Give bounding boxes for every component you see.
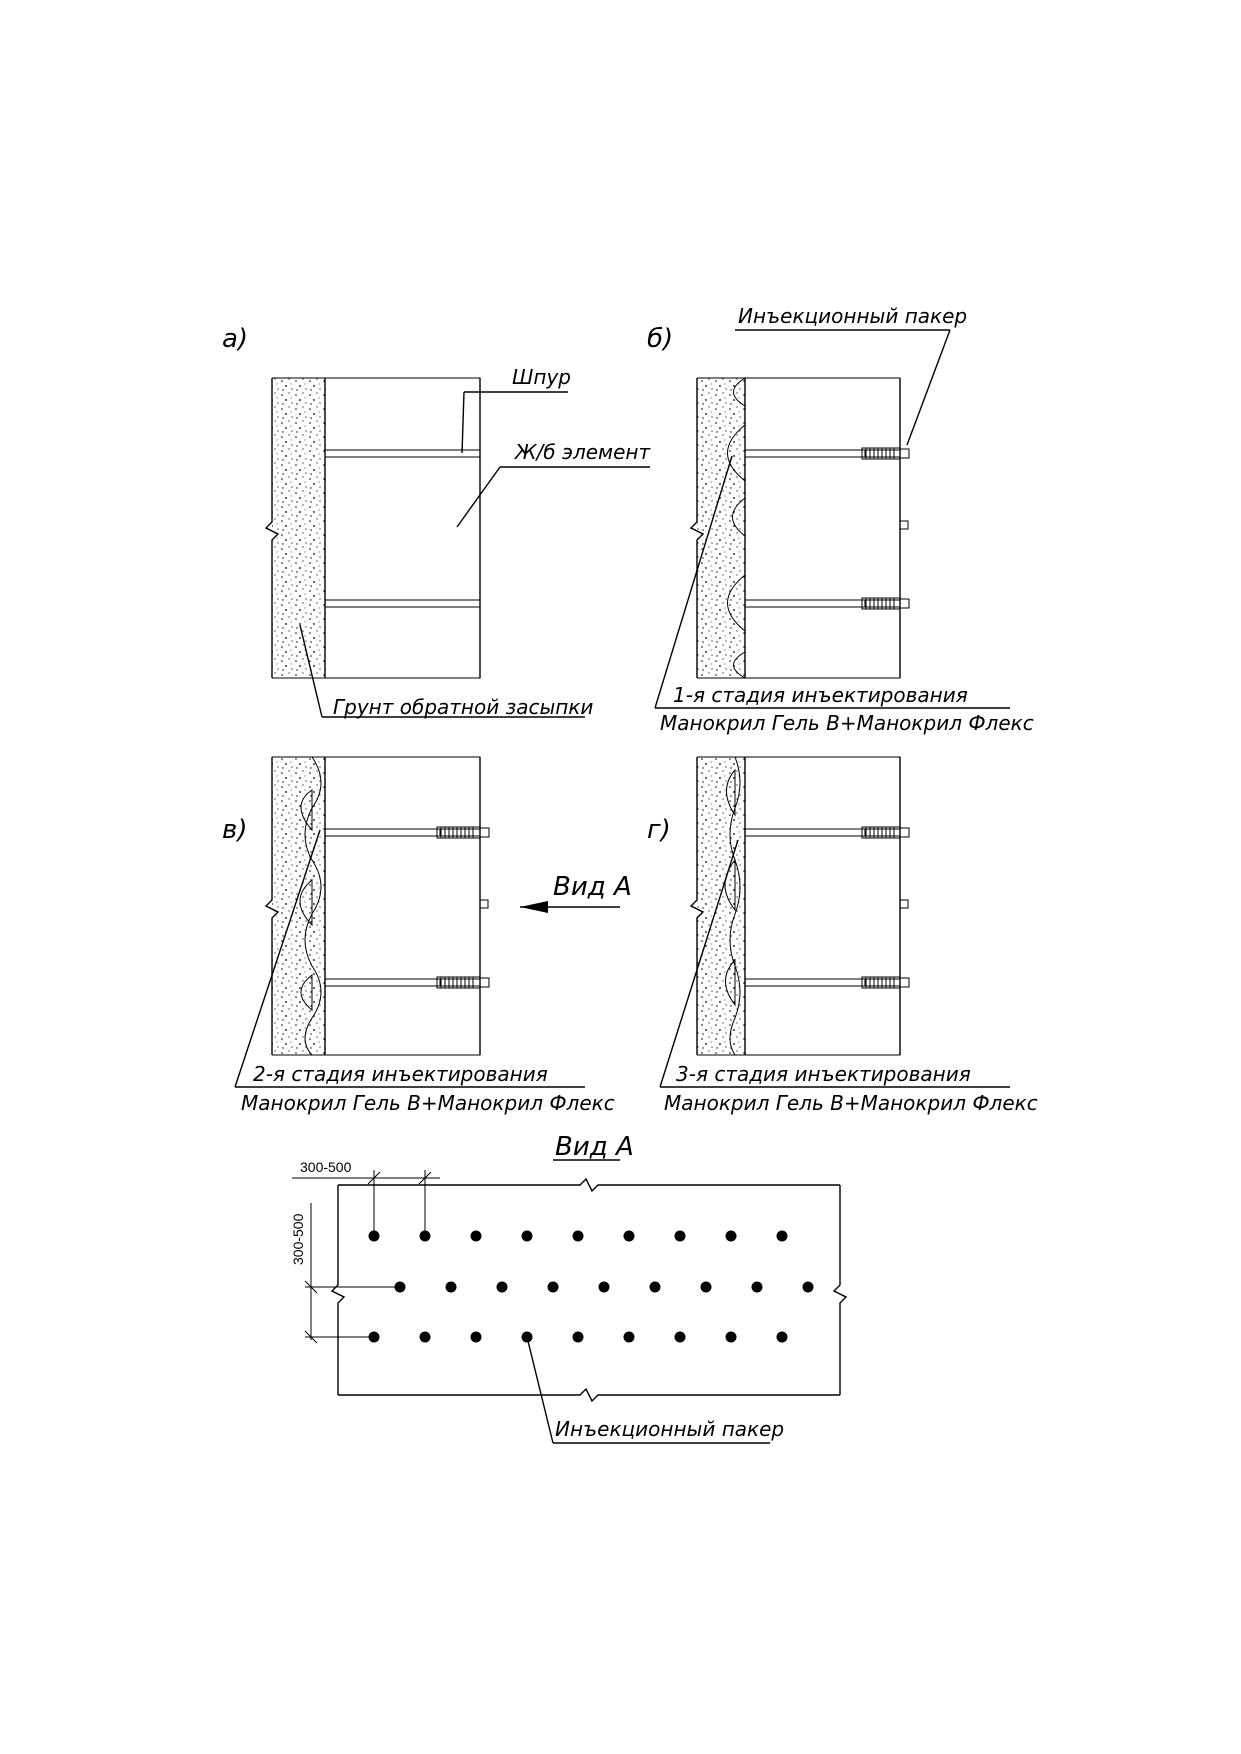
stage-leader-line [654,455,733,709]
panel-c-letter: в) [222,815,247,845]
label-material: Манокрил Гель В+Манокрил Флекс [660,711,1034,735]
concrete-block-top [744,377,901,451]
packer-stub [899,899,909,909]
concrete-block-middle [324,835,481,980]
packer-dot [623,1230,635,1242]
stage-leader-line [659,839,739,1088]
packer-dot [725,1230,737,1242]
gel-bulb [299,789,313,1012]
element-leader-line [456,466,501,528]
label-view-arrow: Вид А [553,872,632,902]
dim-tick [304,1330,318,1344]
dim-tick [304,1280,318,1294]
label-soil: Грунт обратной засыпки [333,695,593,719]
view-a-left-edge [330,1185,346,1395]
packer-dot [751,1281,763,1293]
concrete-block-bottom [744,985,901,1056]
concrete-block-bottom [324,606,481,679]
packer-dot [725,1331,737,1343]
packer-dot [776,1331,788,1343]
view-a-bottom-edge [338,1387,840,1403]
packer-dot [572,1331,584,1343]
label-stage-3: 3-я стадия инъектирования [676,1062,971,1086]
view-a-right-edge [832,1185,848,1395]
hole-gel-top [744,828,866,837]
hole-gel-bottom [744,599,866,608]
label-material: Манокрил Гель В+Манокрил Флекс [664,1091,1038,1115]
packer-stub [479,899,489,909]
packer-dot [470,1230,482,1242]
packer-dot [521,1230,533,1242]
dim-tick [367,1171,381,1185]
hole-gel-top [324,828,441,837]
hole-gel-bottom [324,978,441,987]
packer-dot [802,1281,814,1293]
panel-a: а) Шпур Ж/б элемент Грунт обратной засып… [222,324,652,719]
soil-break-line [264,378,280,678]
packer-grid [368,1230,814,1343]
soil-fill [697,378,745,678]
packer-dot [547,1281,559,1293]
concrete-block-top [324,377,481,451]
view-arrow-head [520,901,548,913]
view-a-title: Вид А [555,1132,634,1162]
soil-break-line [264,757,280,1055]
concrete-block-middle [324,456,481,601]
concrete-block-top [324,756,481,830]
soil-fill [697,757,745,1055]
packer-leader-line [906,329,951,446]
panel-d: г) 3-я стадия инъектирования Манокрил Ге… [647,756,1038,1115]
panel-d-letter: г) [647,815,671,845]
packer-leader-line [526,1336,554,1444]
packer-dot [598,1281,610,1293]
packer-dot [623,1331,635,1343]
packer-dot [649,1281,661,1293]
view-a-top-edge [338,1177,840,1193]
panel-b-letter: б) [647,324,673,354]
soil-fill [272,378,325,678]
packer-dot [368,1230,380,1242]
soil-break-line [689,378,705,678]
view-a-packer-label: Инъекционный пакер [555,1417,784,1441]
soil-leader-line [299,624,323,718]
hole-gel-bottom [744,978,866,987]
dim-horizontal-label: 300-500 [300,1159,352,1175]
packer-dot [776,1230,788,1242]
concrete-block-middle [744,835,901,980]
packer-dot [419,1230,431,1242]
stage-leader-line [234,829,321,1088]
packer-dot [445,1281,457,1293]
packer-dot [700,1281,712,1293]
packer-dot [470,1331,482,1343]
label-material: Манокрил Гель В+Манокрил Флекс [241,1091,615,1115]
panel-c: в) Вид А 2-я стадия инъектирования М [222,756,632,1115]
panel-a-letter: а) [222,324,248,354]
label-packer: Инъекционный пакер [738,304,967,328]
view-a: Вид А 300-500 300-500 Инъекционный пакер [290,1132,848,1444]
hole-gel-top [744,449,866,458]
packer-stub [899,520,909,530]
packer-dot [368,1331,380,1343]
concrete-block-bottom [324,985,481,1056]
panel-b: б) Инъекционный пакер 1-я [647,304,1034,735]
packer-dot [496,1281,508,1293]
hole-leader-line [461,391,465,454]
packer-dot [674,1331,686,1343]
packer-dot [394,1281,406,1293]
label-stage-1: 1-я стадия инъектирования [673,683,968,707]
packer-dot [572,1230,584,1242]
concrete-block-middle [744,456,901,601]
label-element: Ж/б элемент [513,440,652,464]
concrete-block-bottom [744,606,901,679]
label-hole: Шпур [512,365,571,389]
gel-bulb [724,768,736,1007]
soil-break-line [689,757,705,1055]
packer-dot [674,1230,686,1242]
label-stage-2: 2-я стадия инъектирования [253,1062,548,1086]
packer-dot [419,1331,431,1343]
dim-tick [418,1171,432,1185]
concrete-block-top [744,756,901,830]
dim-vertical-label: 300-500 [290,1213,306,1265]
